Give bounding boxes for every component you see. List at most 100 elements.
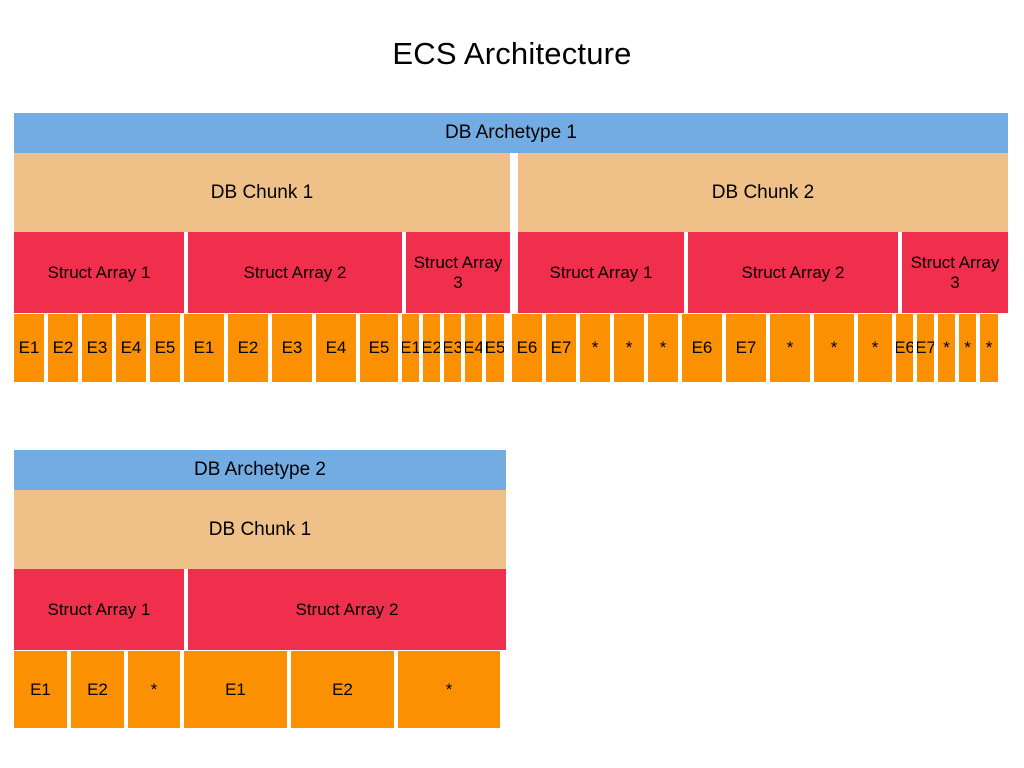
entity-cell[interactable]: * xyxy=(770,314,810,382)
struct-array-row-1: Struct Array 1 Struct Array 2 Struct Arr… xyxy=(14,232,1008,313)
chunk-gap xyxy=(510,153,518,232)
entity-gap xyxy=(312,314,316,382)
entity-gap xyxy=(268,314,272,382)
archetype-header-row-1: DB Archetype 1 xyxy=(14,113,1008,153)
entity-gap xyxy=(610,314,614,382)
entity-gap xyxy=(678,314,682,382)
entity-cell[interactable]: E4 xyxy=(465,314,482,382)
entity-cell[interactable]: E7 xyxy=(546,314,576,382)
entity-cell[interactable]: E5 xyxy=(486,314,504,382)
struct-array-cell-c1-1[interactable]: Struct Array 1 xyxy=(14,232,184,313)
entity-gap xyxy=(180,314,184,382)
entity-gap xyxy=(78,314,82,382)
entity-gap xyxy=(854,314,858,382)
entity-cell[interactable]: * xyxy=(580,314,610,382)
chunk-cell-1-1[interactable]: DB Chunk 1 xyxy=(14,153,510,232)
entity-gap xyxy=(934,314,938,382)
entity-cell[interactable]: E2 xyxy=(71,651,124,728)
entity-cell[interactable]: E1 xyxy=(14,314,44,382)
entity-cell[interactable]: E5 xyxy=(150,314,180,382)
entity-gap xyxy=(146,314,150,382)
struct-array-row-2: Struct Array 1 Struct Array 2 xyxy=(14,569,506,650)
archetype-bar-2[interactable]: DB Archetype 2 xyxy=(14,450,506,490)
entity-gap xyxy=(44,314,48,382)
chunk-gap xyxy=(504,314,512,382)
entity-cell[interactable]: * xyxy=(858,314,892,382)
entity-cell[interactable]: * xyxy=(648,314,678,382)
entity-gap xyxy=(287,651,291,728)
struct-array-cell-c1-2[interactable]: Struct Array 2 xyxy=(188,232,402,313)
entity-cell[interactable]: E6 xyxy=(512,314,542,382)
struct-array-cell-c2-1[interactable]: Struct Array 1 xyxy=(518,232,684,313)
struct-gap xyxy=(684,232,688,313)
entity-cell[interactable]: E1 xyxy=(402,314,419,382)
entity-gap xyxy=(394,651,398,728)
entity-cell[interactable]: * xyxy=(938,314,955,382)
struct-gap xyxy=(402,232,406,313)
struct-array-cell-a2-1[interactable]: Struct Array 1 xyxy=(14,569,184,650)
entity-gap xyxy=(644,314,648,382)
entity-gap xyxy=(576,314,580,382)
entity-gap xyxy=(955,314,959,382)
entity-gap xyxy=(542,314,546,382)
entity-gap xyxy=(766,314,770,382)
chunk-cell-2-1[interactable]: DB Chunk 1 xyxy=(14,490,506,569)
page-title: ECS Architecture xyxy=(392,36,632,71)
chunk-gap xyxy=(510,232,518,313)
entity-gap xyxy=(419,314,423,382)
entity-gap xyxy=(398,314,402,382)
entity-cell[interactable]: E5 xyxy=(360,314,398,382)
struct-array-cell-a2-2[interactable]: Struct Array 2 xyxy=(188,569,506,650)
entity-gap xyxy=(722,314,726,382)
entity-gap xyxy=(356,314,360,382)
entity-cell[interactable]: E6 xyxy=(682,314,722,382)
entity-cell[interactable]: * xyxy=(614,314,644,382)
entity-gap xyxy=(224,314,228,382)
entity-cell[interactable]: E7 xyxy=(726,314,766,382)
entity-gap xyxy=(461,314,465,382)
entity-cell[interactable]: E2 xyxy=(291,651,394,728)
entity-cell[interactable]: E4 xyxy=(316,314,356,382)
archetype-block-2: DB Archetype 2 DB Chunk 1 Struct Array 1… xyxy=(14,450,506,728)
entity-gap xyxy=(913,314,917,382)
struct-array-cell-c2-3[interactable]: Struct Array 3 xyxy=(902,232,1008,313)
entity-cell[interactable]: E1 xyxy=(184,651,287,728)
entity-cell[interactable]: E1 xyxy=(184,314,224,382)
entity-row-2: E1 E2 * E1 E2 * xyxy=(14,651,506,728)
entity-gap xyxy=(67,651,71,728)
entity-cell[interactable]: * xyxy=(959,314,976,382)
struct-array-cell-c2-2[interactable]: Struct Array 2 xyxy=(688,232,898,313)
entity-gap xyxy=(810,314,814,382)
entity-cell[interactable]: E2 xyxy=(423,314,440,382)
struct-gap xyxy=(184,232,188,313)
entity-cell[interactable]: * xyxy=(398,651,500,728)
entity-cell[interactable]: E6 xyxy=(896,314,913,382)
entity-gap xyxy=(124,651,128,728)
entity-cell[interactable]: * xyxy=(980,314,998,382)
entity-gap xyxy=(892,314,896,382)
struct-array-cell-c1-3[interactable]: Struct Array 3 xyxy=(406,232,510,313)
chunk-row-2: DB Chunk 1 xyxy=(14,490,506,569)
chunk-row-1: DB Chunk 1 DB Chunk 2 xyxy=(14,153,1008,232)
entity-cell[interactable]: E4 xyxy=(116,314,146,382)
archetype-block-1: DB Archetype 1 DB Chunk 1 DB Chunk 2 Str… xyxy=(14,113,1008,382)
entity-cell[interactable]: E2 xyxy=(48,314,78,382)
entity-gap xyxy=(976,314,980,382)
chunk-cell-1-2[interactable]: DB Chunk 2 xyxy=(518,153,1008,232)
entity-cell[interactable]: * xyxy=(128,651,180,728)
entity-gap xyxy=(482,314,486,382)
entity-cell[interactable]: E3 xyxy=(272,314,312,382)
entity-cell[interactable]: * xyxy=(814,314,854,382)
archetype-bar-1[interactable]: DB Archetype 1 xyxy=(14,113,1008,153)
archetype-header-row-2: DB Archetype 2 xyxy=(14,450,506,490)
entity-cell[interactable]: E7 xyxy=(917,314,934,382)
entity-cell[interactable]: E1 xyxy=(14,651,67,728)
struct-gap xyxy=(898,232,902,313)
entity-cell[interactable]: E3 xyxy=(82,314,112,382)
entity-gap xyxy=(440,314,444,382)
entity-cell[interactable]: E3 xyxy=(444,314,461,382)
entity-cell[interactable]: E2 xyxy=(228,314,268,382)
entity-row-1: E1 E2 E3 E4 E5 E1 E2 E3 E4 E5 E1 E2 xyxy=(14,314,1008,382)
struct-gap xyxy=(184,569,188,650)
